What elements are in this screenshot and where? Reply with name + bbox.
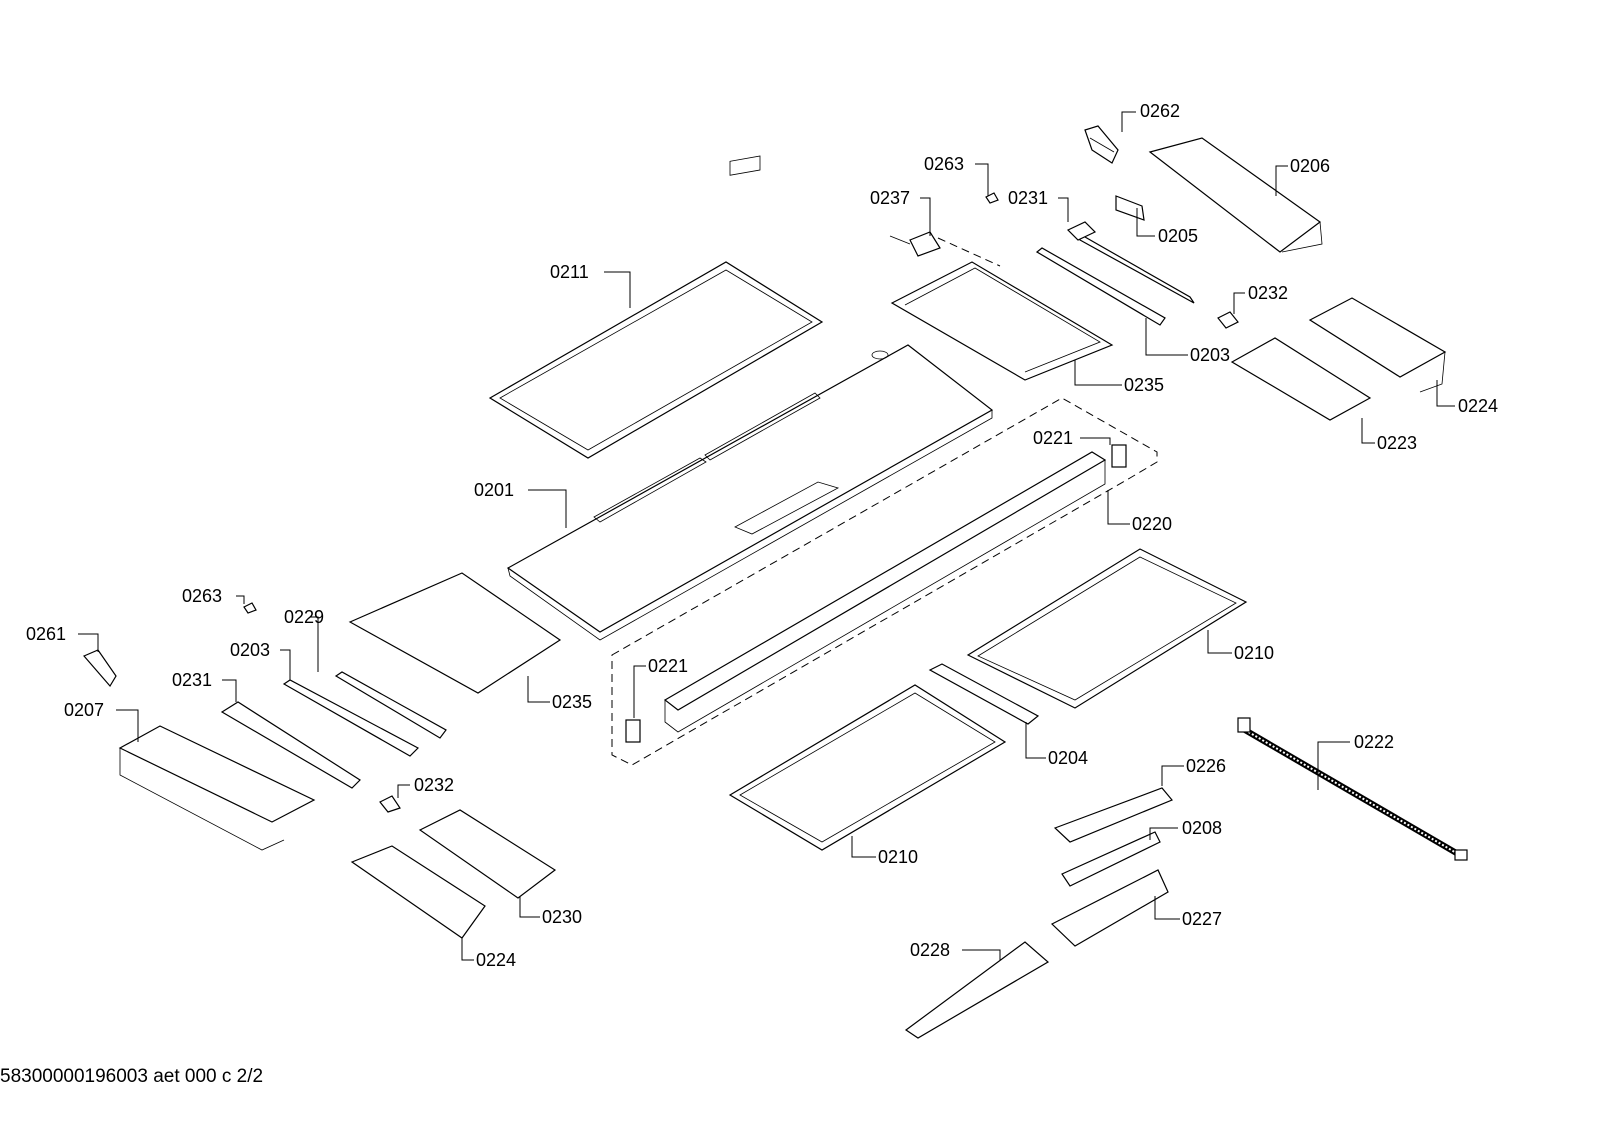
- part-0227-tray[interactable]: [1050, 869, 1169, 947]
- part-0204-strip[interactable]: [928, 663, 1040, 725]
- assembly-outline: [611, 397, 1158, 766]
- callout-0210: 0210: [1234, 643, 1274, 663]
- part-0261-grille[interactable]: [83, 649, 117, 688]
- callout-0223: 0223: [1377, 433, 1417, 453]
- part-0208-module[interactable]: [1061, 831, 1161, 887]
- callout-0229: 0229: [284, 607, 324, 627]
- callout-0263: 0263: [924, 154, 964, 174]
- callout-0224: 0224: [1458, 396, 1498, 416]
- part-0229-rail[interactable]: [334, 671, 447, 739]
- part-0203-strip-bottom[interactable]: [282, 679, 419, 757]
- callout-0231: 0231: [172, 670, 212, 690]
- part-0211-panel[interactable]: [488, 155, 824, 459]
- callout-0211: 0211: [550, 262, 589, 282]
- part-0235-bracket-lower[interactable]: [348, 572, 562, 694]
- part-0237-sensor[interactable]: [889, 231, 1001, 267]
- callout-0210: 0210: [878, 847, 918, 867]
- callout-0237: 0237: [870, 188, 910, 208]
- part-0224-housing-bottom[interactable]: [350, 845, 486, 939]
- callout-0263: 0263: [182, 586, 222, 606]
- callout-0203: 0203: [1190, 345, 1230, 365]
- part-0228-bracket[interactable]: [904, 941, 1050, 1039]
- part-0223-frame[interactable]: [1230, 337, 1372, 421]
- callout-0261: 0261: [26, 624, 66, 644]
- callout-0262: 0262: [1140, 101, 1180, 121]
- part-0263-clip-bottom[interactable]: [243, 602, 257, 614]
- callout-0221: 0221: [648, 656, 688, 676]
- part-0210-panel-upper[interactable]: [966, 548, 1248, 709]
- callout-0221: 0221: [1033, 428, 1073, 448]
- part-0230-frame[interactable]: [418, 809, 557, 899]
- callout-0201: 0201: [474, 480, 514, 500]
- part-0205-bracket[interactable]: [1115, 195, 1145, 221]
- part-0232-clip-bottom[interactable]: [379, 795, 401, 813]
- callout-0208: 0208: [1182, 818, 1222, 838]
- part-0263-clip-top[interactable]: [985, 192, 999, 204]
- part-0231-rail-bottom[interactable]: [220, 701, 361, 789]
- leader-lines: [78, 111, 1455, 961]
- part-0226-module[interactable]: [1053, 787, 1173, 843]
- callout-0231: 0231: [1008, 188, 1048, 208]
- part-0222-cable[interactable]: [1237, 717, 1468, 861]
- callout-0224: 0224: [476, 950, 516, 970]
- part-0235-bracket-upper[interactable]: [890, 261, 1114, 381]
- part-0231-rail-top[interactable]: [1066, 221, 1195, 304]
- part-0210-panel-lower[interactable]: [728, 684, 1007, 851]
- callout-0207: 0207: [64, 700, 104, 720]
- part-0201-cover[interactable]: [506, 344, 994, 641]
- callout-0228: 0228: [910, 940, 950, 960]
- part-0224-housing-top[interactable]: [1308, 297, 1447, 393]
- part-0206-duct[interactable]: [1148, 137, 1323, 253]
- callout-0203: 0203: [230, 640, 270, 660]
- part-0262-grille[interactable]: [1084, 125, 1119, 164]
- part-0221-cap-top[interactable]: [1111, 444, 1127, 468]
- callout-0206: 0206: [1290, 156, 1330, 176]
- part-0203-strip-top[interactable]: [1035, 247, 1166, 326]
- callout-0226: 0226: [1186, 756, 1226, 776]
- document-id-footer: 58300000196003 aet 000 c 2/2: [0, 1066, 264, 1087]
- part-0220-bar[interactable]: [663, 451, 1107, 733]
- callout-0222: 0222: [1354, 732, 1394, 752]
- callout-0235: 0235: [1124, 375, 1164, 395]
- part-0232-clip-top[interactable]: [1217, 311, 1239, 329]
- callout-0205: 0205: [1158, 226, 1198, 246]
- part-0207-duct[interactable]: [118, 725, 316, 851]
- callout-0235: 0235: [552, 692, 592, 712]
- callout-0220: 0220: [1132, 514, 1172, 534]
- part-0221-cap-bottom[interactable]: [625, 719, 641, 743]
- callout-0230: 0230: [542, 907, 582, 927]
- callout-0232: 0232: [1248, 283, 1288, 303]
- callout-0232: 0232: [414, 775, 454, 795]
- callout-0227: 0227: [1182, 909, 1222, 929]
- callout-0204: 0204: [1048, 748, 1088, 768]
